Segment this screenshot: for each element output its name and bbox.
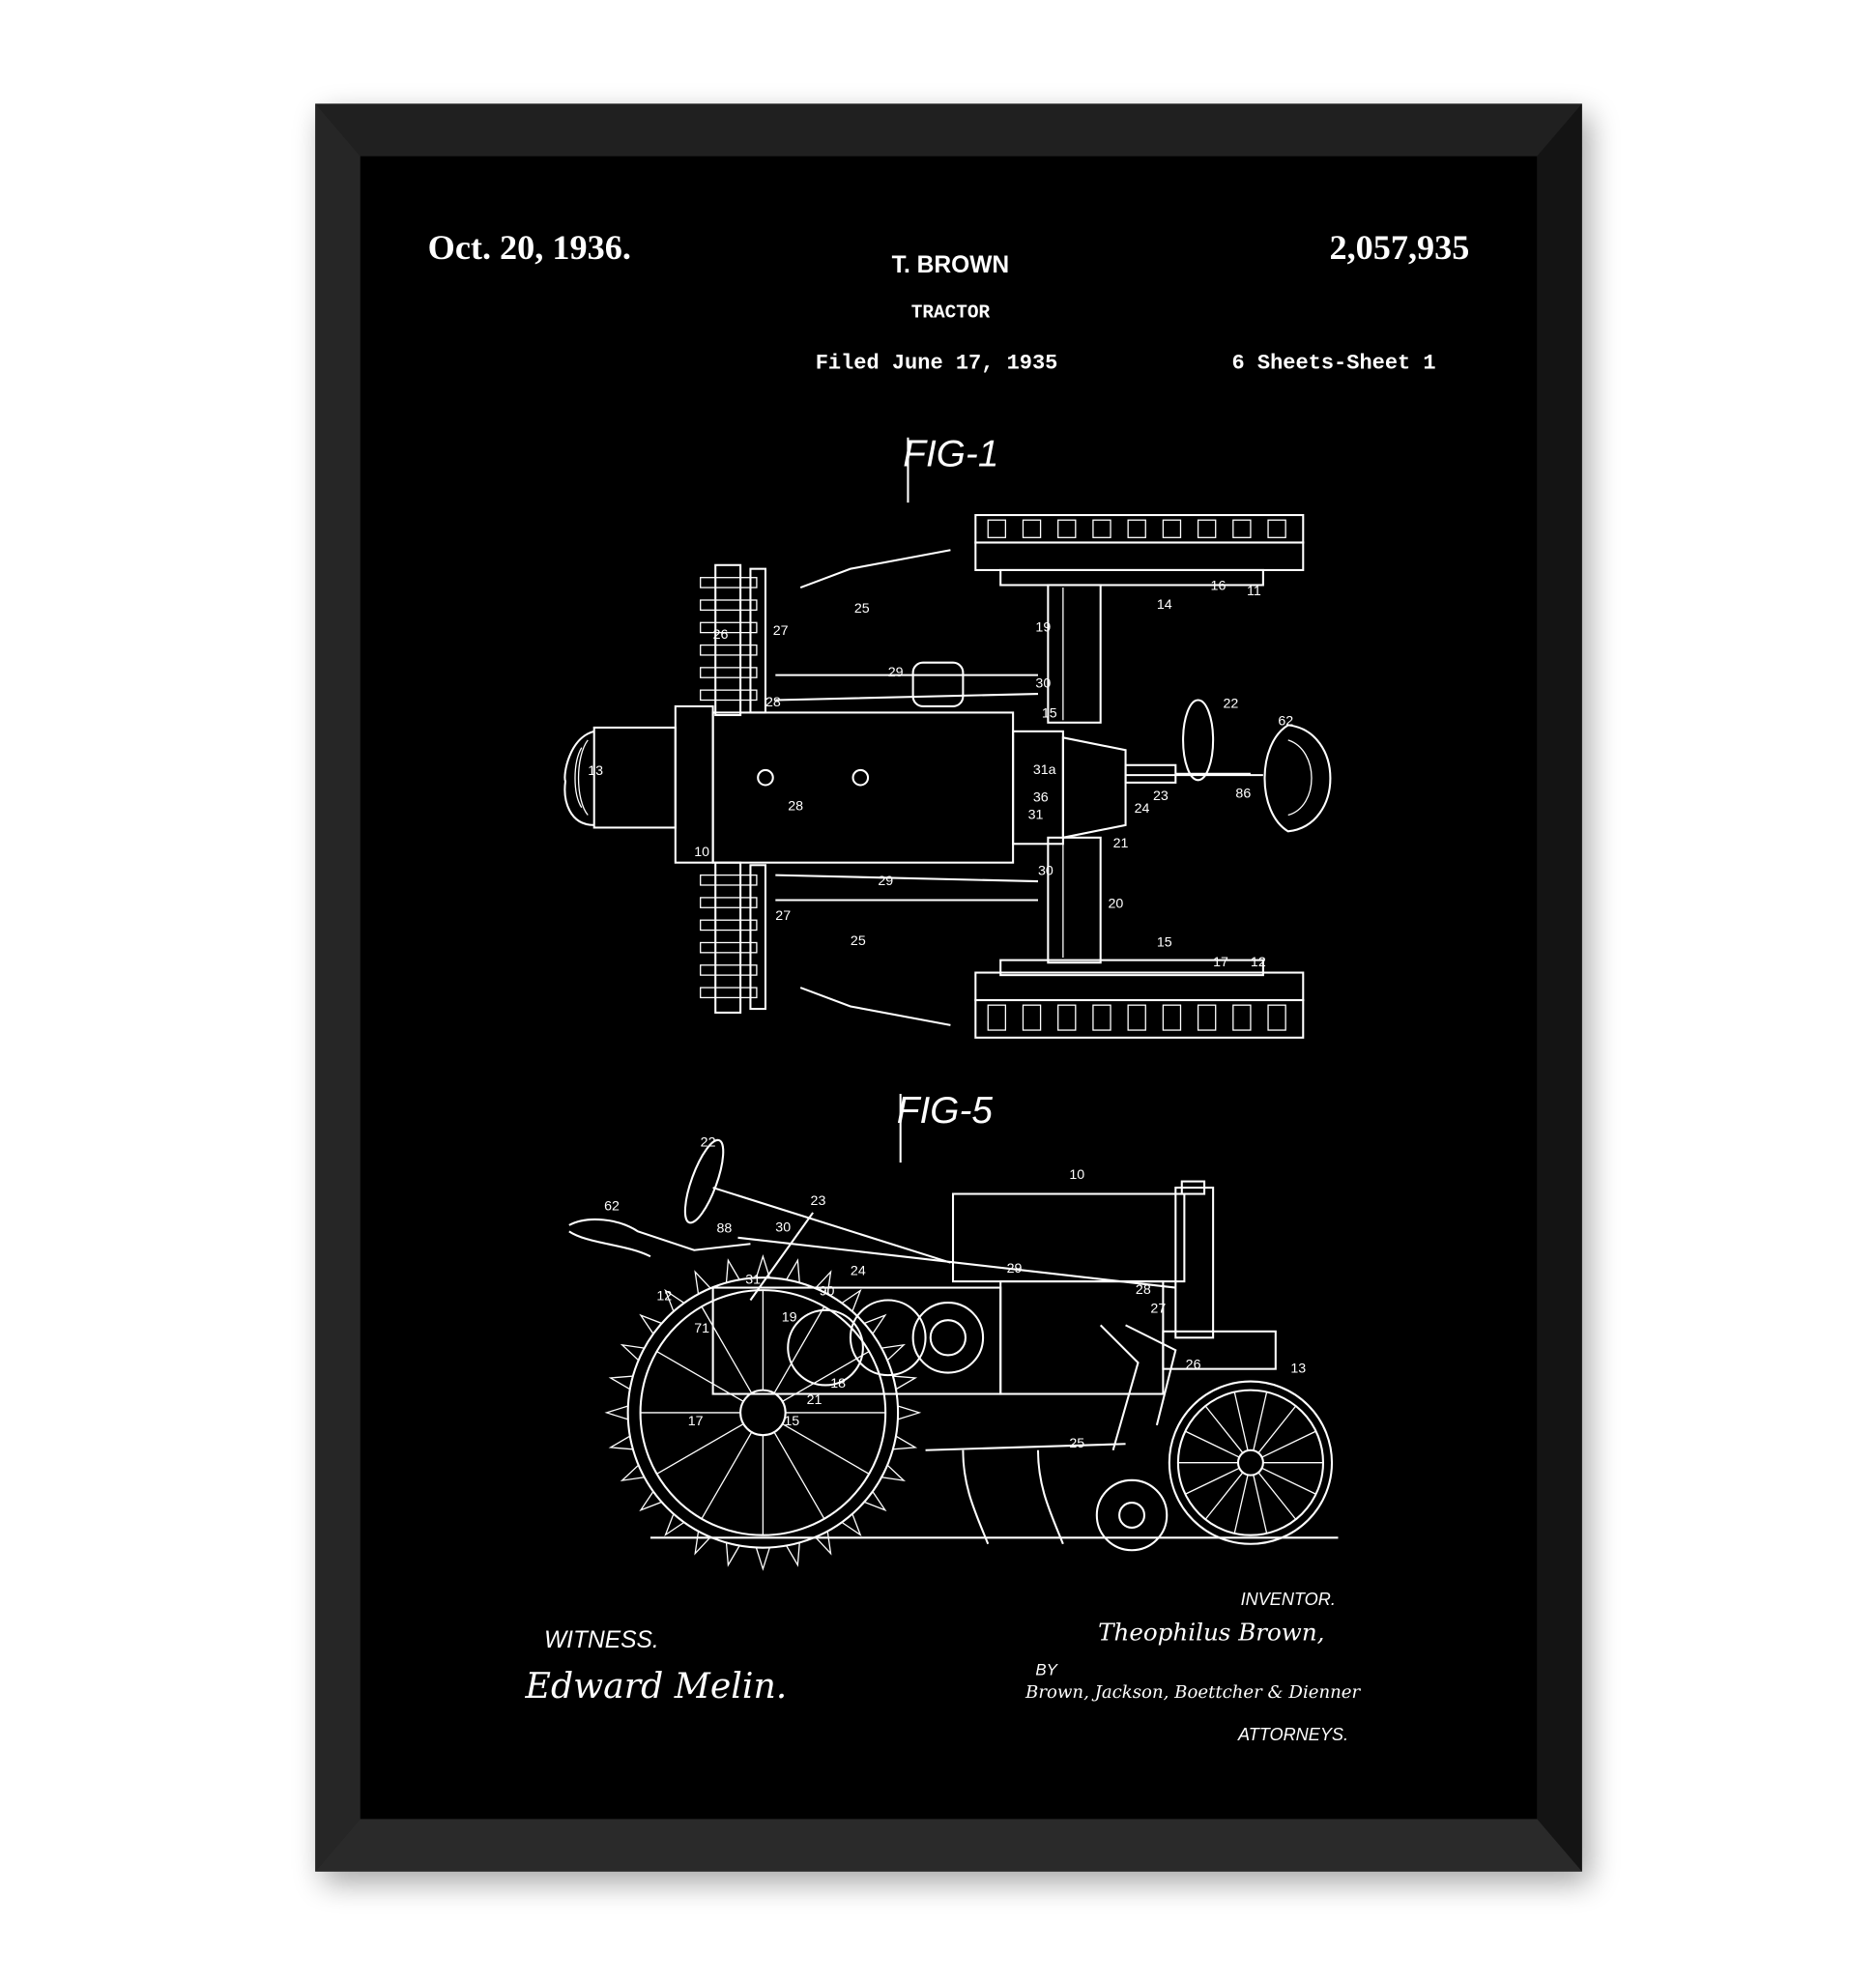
fig1-callout: 27 xyxy=(773,623,789,639)
fig1-callout: 11 xyxy=(1247,584,1261,599)
fig1-callout: 26 xyxy=(713,627,729,643)
fig5-callout: 15 xyxy=(784,1414,799,1429)
fig1-callout: 16 xyxy=(1211,579,1227,594)
attorneys-label: ATTORNEYS. xyxy=(1237,1725,1348,1744)
fig5-callout: 28 xyxy=(1136,1282,1151,1298)
fig1-callout: 25 xyxy=(851,933,866,949)
fig5-callout: 30 xyxy=(775,1219,791,1235)
fig1-callout: 17 xyxy=(1213,955,1228,970)
fig5-callout: 21 xyxy=(807,1392,823,1408)
patent-date: Oct. 20, 1936. xyxy=(428,228,631,267)
fig1-callout: 19 xyxy=(1035,619,1051,635)
fig5-callout: 12 xyxy=(656,1288,672,1304)
inventor-name: T. BROWN xyxy=(892,252,1010,278)
attorneys-signature: Brown, Jackson, Boettcher & Dienner xyxy=(1025,1682,1361,1703)
fig5-callout: 18 xyxy=(830,1376,846,1391)
fig1-callout: 22 xyxy=(1223,696,1238,711)
fig5-callout: 31 xyxy=(745,1273,761,1288)
fig1-top-view-drawing: 16 11 14 25 19 26 27 29 30 22 62 28 15 31a 13 23 86 36 24 3… xyxy=(563,513,1332,1039)
fig5-callout: 71 xyxy=(694,1321,709,1336)
fig5-callout: 22 xyxy=(701,1134,716,1150)
fig5-callout: 24 xyxy=(851,1264,866,1279)
fig1-callout: 13 xyxy=(588,763,603,779)
fig5-label: FIG-5 xyxy=(897,1090,994,1132)
fig5-callout: 90 xyxy=(820,1283,835,1299)
fig1-callout: 14 xyxy=(1157,597,1172,613)
fig1-callout: 62 xyxy=(1278,713,1293,729)
fig1-callout: 28 xyxy=(765,695,781,710)
fig1-callout: 31 xyxy=(1028,807,1044,822)
fig1-callout: 24 xyxy=(1135,801,1150,817)
sheet-count: 6 Sheets-Sheet 1 xyxy=(1232,352,1436,376)
fig1-callout: 29 xyxy=(878,874,893,889)
poster-background xyxy=(360,156,1538,1820)
fig1-callout: 23 xyxy=(1153,789,1169,804)
fig1-callout: 27 xyxy=(775,908,791,924)
fig1-callout: 25 xyxy=(854,601,870,617)
fig1-callout: 86 xyxy=(1235,786,1251,801)
fig5-callout: 25 xyxy=(1069,1436,1084,1451)
fig5-callout: 27 xyxy=(1150,1301,1166,1316)
patent-title: TRACTOR xyxy=(911,302,991,324)
fig1-callout: 10 xyxy=(694,845,709,860)
fig1-callout: 30 xyxy=(1038,864,1053,879)
fig1-callout: 12 xyxy=(1251,955,1266,970)
fig5-side-view-drawing: 22 10 62 23 88 30 24 29 12 31 90 28 27 19 71 26 13 18 21 17… xyxy=(568,1134,1339,1571)
fig1-callout: 31a xyxy=(1033,762,1056,778)
by-label: BY xyxy=(1035,1661,1058,1679)
inventor-signature: Theophilus Brown, xyxy=(1098,1618,1324,1646)
fig1-callout: 29 xyxy=(888,665,904,680)
fig5-callout: 17 xyxy=(688,1414,704,1429)
fig1-callout: 15 xyxy=(1042,706,1057,722)
fig5-callout: 19 xyxy=(782,1309,797,1325)
fig5-callout: 10 xyxy=(1069,1167,1084,1183)
fig5-callout: 23 xyxy=(811,1193,826,1209)
fig1-callout: 15 xyxy=(1157,934,1172,950)
fig5-callout: 62 xyxy=(604,1198,620,1214)
fig5-callout: 88 xyxy=(717,1221,733,1237)
fig5-callout: 29 xyxy=(1007,1261,1023,1276)
fig1-callout: 36 xyxy=(1033,789,1049,805)
fig5-callout: 26 xyxy=(1186,1358,1201,1373)
fig1-callout: 28 xyxy=(788,798,803,814)
fig1-callout: 20 xyxy=(1108,896,1123,911)
patent-number: 2,057,935 xyxy=(1329,228,1469,267)
witness-signature: Edward Melin. xyxy=(525,1665,788,1707)
fig1-label: FIG-1 xyxy=(903,434,998,475)
witness-label: WITNESS. xyxy=(544,1627,659,1653)
fig1-callout: 30 xyxy=(1035,676,1051,692)
fig1-callout: 21 xyxy=(1113,836,1129,851)
filed-date: Filed June 17, 1935 xyxy=(816,352,1058,376)
inventor-label: INVENTOR. xyxy=(1241,1590,1336,1609)
fig5-callout: 13 xyxy=(1290,1362,1306,1377)
